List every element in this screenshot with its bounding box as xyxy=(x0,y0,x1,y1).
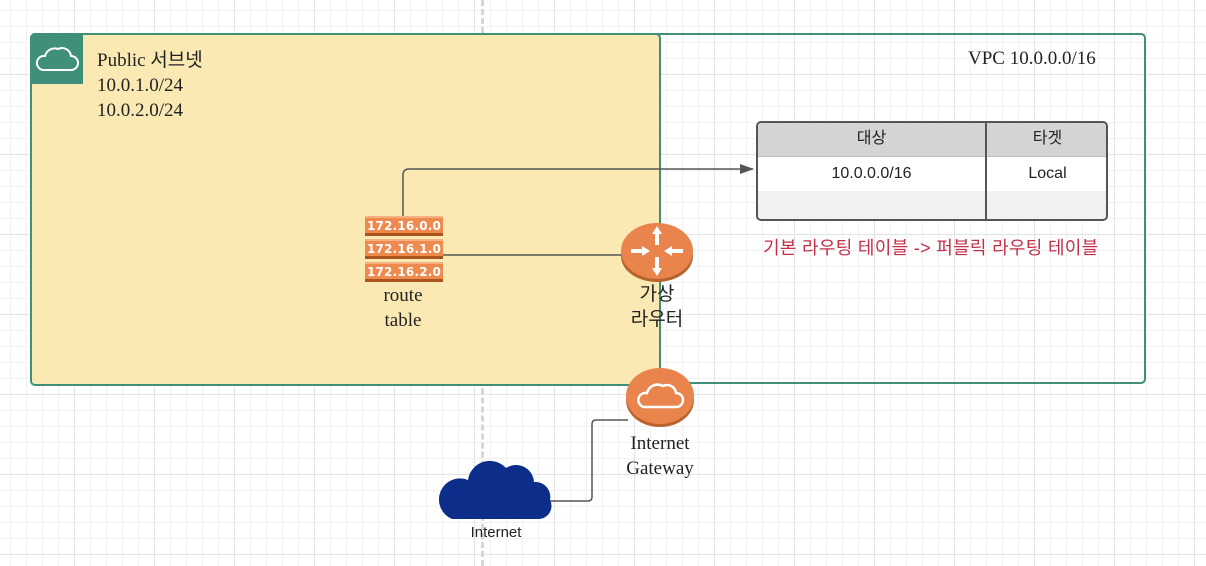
cell-destination: 10.0.0.0/16 xyxy=(758,157,985,191)
cloud-icon xyxy=(35,47,79,71)
subnet-cidr-1: 10.0.1.0/24 xyxy=(97,75,184,96)
subnet-label: Public 서브넷 10.0.1.0/24 10.0.2.0/24 xyxy=(97,48,203,123)
subnet-cidr-2: 10.0.2.0/24 xyxy=(97,100,184,121)
route-entry-2: 172.16.1.0 xyxy=(365,239,443,259)
gateway-label-line2: Gateway xyxy=(626,458,694,479)
route-table-box[interactable]: 대상 타겟 10.0.0.0/16 Local xyxy=(756,121,1108,221)
gateway-label-line1: Internet xyxy=(630,433,690,454)
column-divider xyxy=(985,123,987,219)
line-internet-to-gateway xyxy=(550,419,628,502)
public-subnet-container[interactable] xyxy=(30,33,661,386)
internet-label: Internet xyxy=(470,524,522,541)
caption-text: 기본 라우팅 테이블 -> 퍼블릭 라우팅 테이블 xyxy=(763,238,1099,258)
route-table-label-line2: table xyxy=(384,310,422,331)
router-icon[interactable] xyxy=(619,220,695,284)
internet-cloud-icon[interactable] xyxy=(438,448,554,522)
router-label-line2: 라우터 xyxy=(630,309,684,330)
vpc-label: VPC 10.0.0.0/16 xyxy=(968,48,1096,69)
route-table-label-line1: route xyxy=(383,285,423,306)
gateway-label: Internet Gateway xyxy=(604,431,716,481)
cell-target: Local xyxy=(985,157,1106,191)
arrow-to-route-table xyxy=(402,164,754,216)
router-label-line1: 가상 xyxy=(639,284,675,305)
subnet-title: Public 서브넷 xyxy=(97,50,203,71)
route-entry-1: 172.16.0.0 xyxy=(365,216,443,236)
internet-gateway-icon[interactable] xyxy=(624,367,696,429)
router-label: 가상 라우터 xyxy=(607,282,707,332)
subnet-badge xyxy=(31,34,83,84)
header-target: 타겟 xyxy=(985,123,1106,157)
header-destination: 대상 xyxy=(758,123,985,157)
cloud-icon xyxy=(637,383,685,409)
route-table-label: route table xyxy=(353,283,453,333)
route-entry-3: 172.16.2.0 xyxy=(365,262,443,282)
